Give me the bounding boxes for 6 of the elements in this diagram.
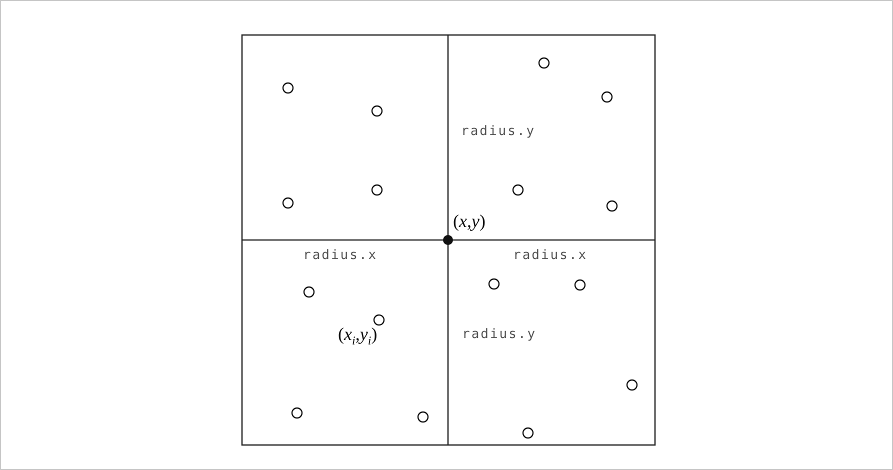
- axis-label: radius.x: [513, 248, 588, 264]
- coordinate-label: (x,y): [453, 211, 486, 231]
- coordinate-label: (x$_{i}$,y$_{i}$): [338, 324, 378, 350]
- axis-label: radius.y: [461, 124, 536, 140]
- axis-label: radius.y: [462, 327, 537, 343]
- axis-label: radius.x: [303, 248, 378, 264]
